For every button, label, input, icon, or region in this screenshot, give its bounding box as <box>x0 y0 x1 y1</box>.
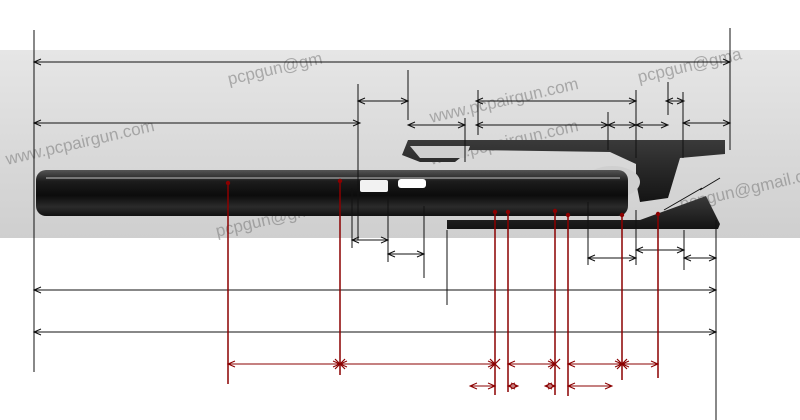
dimension-arrowhead-20 <box>722 58 732 66</box>
dimension-arrowhead-34 <box>474 121 484 129</box>
receiver-body <box>36 140 725 229</box>
dimension-arrowhead-113 <box>604 382 614 390</box>
dimension-arrowhead-61 <box>682 254 692 262</box>
dimension-arrowhead-19 <box>32 58 42 66</box>
dimension-arrowhead-43 <box>664 97 674 105</box>
dimension-arrowhead-53 <box>416 250 426 258</box>
receiver-tube <box>36 170 628 216</box>
hole-tick-121 <box>616 358 628 370</box>
receiver-upper-frame <box>402 140 725 202</box>
dimension-arrowhead-68 <box>708 328 718 336</box>
receiver-loading-port <box>398 179 426 188</box>
receiver-lower-rail <box>447 196 720 229</box>
dimension-arrowhead-40 <box>634 121 644 129</box>
dimension-arrowhead-29 <box>457 121 467 129</box>
dimension-arrowhead-52 <box>386 250 396 258</box>
dimension-arrowhead-41 <box>660 121 670 129</box>
receiver-bolt-slot <box>360 180 388 192</box>
dimension-arrowhead-56 <box>628 254 638 262</box>
dimension-arrowhead-22 <box>32 119 42 127</box>
dimension-arrowhead-46 <box>681 119 691 127</box>
hole-dimension-lines <box>225 178 661 396</box>
dimension-arrowhead-101 <box>650 360 660 368</box>
leader-line-70 <box>663 187 703 211</box>
hole-tick-115 <box>334 358 346 370</box>
dimension-arrowhead-65 <box>708 286 718 294</box>
dimension-arrowhead-67 <box>32 328 42 336</box>
dimension-arrowhead-23 <box>352 119 362 127</box>
dimension-arrowhead-97 <box>566 360 576 368</box>
dimension-arrowhead-62 <box>708 254 718 262</box>
dimension-lines <box>32 28 732 420</box>
dimension-arrowhead-107 <box>510 382 520 390</box>
hole-tick-119 <box>549 358 561 370</box>
dimension-arrowhead-32 <box>628 97 638 105</box>
dimension-arrowhead-26 <box>400 97 410 105</box>
dimension-arrowhead-37 <box>606 121 616 129</box>
dimension-arrowhead-31 <box>474 97 484 105</box>
dimension-arrowhead-28 <box>406 121 416 129</box>
dimension-arrowhead-64 <box>32 286 42 294</box>
dimension-arrowhead-104 <box>487 382 497 390</box>
dimension-arrowhead-47 <box>722 119 732 127</box>
dimension-arrowhead-55 <box>586 254 596 262</box>
dimension-arrowhead-94 <box>506 360 516 368</box>
dimension-arrowhead-103 <box>468 382 478 390</box>
dimension-arrowhead-58 <box>634 246 644 254</box>
dimension-arrowhead-44 <box>676 97 686 105</box>
leader-line-69 <box>699 177 721 191</box>
dimension-arrowhead-50 <box>380 236 390 244</box>
hole-tick-117 <box>489 358 501 370</box>
dimension-arrowhead-112 <box>566 382 576 390</box>
dimension-arrowhead-25 <box>356 97 366 105</box>
dimension-arrowhead-88 <box>226 360 236 368</box>
dimension-arrowhead-59 <box>676 246 686 254</box>
dimension-arrowhead-49 <box>350 236 360 244</box>
receiver-slot-cutout <box>410 146 470 158</box>
dimension-arrowhead-110 <box>547 382 557 390</box>
